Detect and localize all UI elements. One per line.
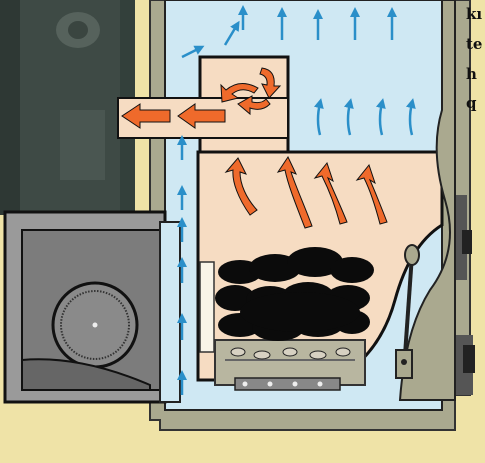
fan-duct — [160, 222, 180, 402]
fuel-door-plate — [200, 262, 214, 352]
background-photo — [0, 0, 135, 215]
edge-text-line-3: h — [466, 67, 477, 82]
edge-text-line-2: te — [466, 37, 482, 52]
edge-text-line-4: q — [466, 96, 477, 111]
blower-fan — [5, 212, 165, 402]
coal-fuel — [215, 247, 374, 341]
edge-text-line-1: kı — [466, 7, 482, 22]
